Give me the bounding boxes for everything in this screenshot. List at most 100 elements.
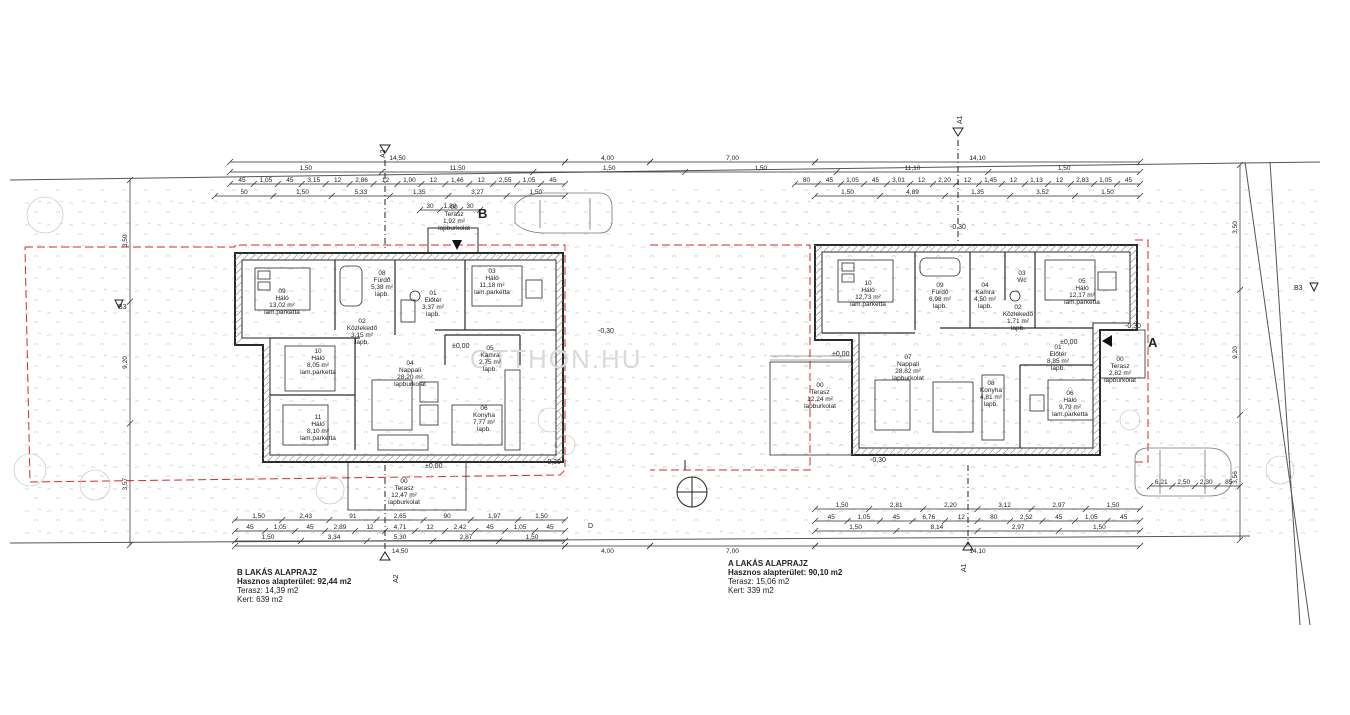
dim-label: 12	[918, 177, 926, 184]
dim-label: 6,76	[922, 514, 935, 521]
dim-label: 1,45	[984, 177, 997, 184]
section-label-a1-bottom: A1	[961, 563, 968, 572]
section-label-a2-bottom: A2	[393, 574, 400, 583]
dim-label: 1,50	[1093, 524, 1106, 531]
red-dashed-boundary	[24, 239, 1149, 483]
summary-a-title: A LAKÁS ALAPRAJZ	[728, 559, 808, 568]
dim-label: 1,50	[300, 165, 313, 172]
room-name: Háló	[311, 421, 325, 428]
room-area: 2,75 m²	[478, 359, 502, 366]
room-area: 12,24 m²	[807, 396, 833, 403]
dim-label: 1,50	[755, 165, 768, 172]
dim-label: 45	[893, 514, 901, 521]
room-name: Kamra	[480, 352, 500, 359]
dim-label: 14,50	[392, 548, 409, 555]
room-area: 13,02 m²	[269, 302, 295, 309]
dim-label: 1,13	[1030, 177, 1043, 184]
dim-label: 2,65	[394, 513, 407, 520]
dim-label: 1,50	[1058, 165, 1071, 172]
dim-label: 3,01	[892, 177, 905, 184]
dim-label: 30	[426, 203, 434, 210]
dim-label-vertical: 9,20	[1232, 346, 1239, 359]
room-id: 03	[1018, 270, 1026, 277]
room-id: 04	[981, 282, 989, 289]
room-id: 07	[904, 354, 912, 361]
dim-label: 50	[241, 189, 249, 196]
room-area: 28,82 m²	[895, 368, 921, 375]
dim-label: 11,50	[450, 165, 466, 172]
room-id: 01	[429, 290, 437, 297]
room-floor: lapb.	[374, 291, 390, 298]
room-id: 00	[816, 382, 824, 389]
dim-label: 1,50	[1101, 189, 1114, 196]
house-a	[769, 244, 1146, 456]
dim-label: 1,35	[413, 189, 426, 196]
room-id: 05	[486, 345, 494, 352]
section-label-b3-right: B3	[1294, 285, 1303, 292]
room-id: 10	[864, 280, 872, 287]
room-floor: lapb.	[983, 401, 999, 408]
steps-a	[770, 355, 852, 361]
room-id: 08	[378, 270, 386, 277]
dim-label: 7,00	[726, 548, 739, 555]
dim-label: 3,27	[471, 189, 484, 196]
room-area: 11,18 m²	[479, 282, 505, 289]
room-name: Háló	[861, 287, 875, 294]
dim-label: 12	[478, 177, 486, 184]
room-area: 4,50 m²	[973, 296, 997, 303]
dim-label: 85	[1225, 479, 1233, 486]
room-name: Háló	[275, 295, 289, 302]
dim-label: 1,05	[1099, 177, 1112, 184]
room-name: Háló	[1075, 285, 1089, 292]
trees	[13, 196, 1295, 505]
room-floor: lam.parketta	[300, 369, 336, 376]
dim-label: 3,34	[328, 534, 341, 541]
room-name: Terasz	[810, 389, 830, 396]
dim-label: 5,30	[394, 534, 407, 541]
room-area: 28,20 m²	[397, 374, 423, 381]
dim-label: 1,05	[1085, 514, 1098, 521]
section-label-b: B	[478, 206, 487, 221]
summary-a-garden: Kert: 339 m2	[728, 586, 774, 595]
dim-label: 1,50	[1107, 502, 1120, 509]
room-floor: lapburkolat	[394, 381, 426, 388]
room-area: 12,47 m²	[391, 492, 417, 499]
room-id: 01	[1054, 344, 1062, 351]
room-id: 11	[314, 414, 322, 421]
room-floor: lapburkolat	[804, 403, 836, 410]
dim-label-vertical: 9,20	[122, 356, 129, 369]
dim-label: 2,86	[355, 177, 368, 184]
dim-label: 2,20	[938, 177, 951, 184]
dim-label: 2,30	[1200, 479, 1213, 486]
dim-label: 1,05	[260, 177, 273, 184]
dim-label: 1,05	[857, 514, 870, 521]
dim-label: 45	[546, 524, 554, 531]
dim-label: 12	[430, 177, 438, 184]
level-b-terrace: ±0,00	[425, 463, 443, 470]
level-a-out-3: -0,30	[1125, 323, 1141, 330]
room-area: 12,17 m²	[1069, 292, 1095, 299]
room-floor: lapb.	[977, 303, 993, 310]
dim-label: 12	[964, 177, 972, 184]
dim-label: 1,50	[603, 165, 616, 172]
room-name: Fürdő	[373, 277, 391, 284]
room-area: 2,82 m²	[1108, 370, 1132, 377]
dim-label: 11,10	[905, 165, 921, 172]
room-name: Fürdő	[931, 289, 949, 296]
dim-label-vertical: 3,50	[1232, 221, 1239, 234]
dim-label: 12	[1056, 177, 1064, 184]
room-id: 02	[1014, 304, 1022, 311]
dim-label: 2,50	[1177, 479, 1190, 486]
